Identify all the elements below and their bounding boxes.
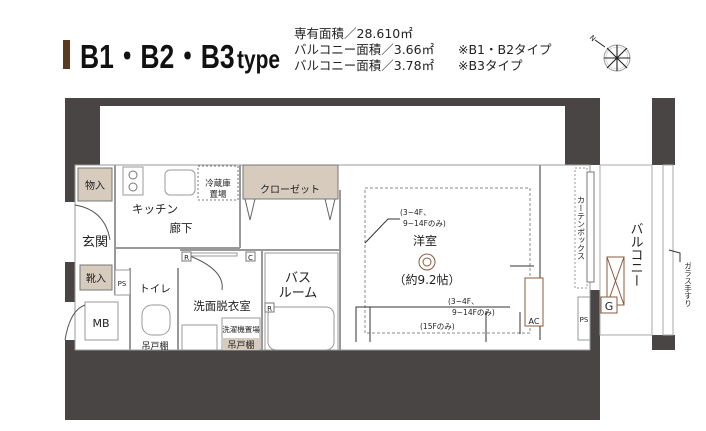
note-b1b2: ※B1・B2タイプ	[458, 42, 552, 57]
bath-label-2: ルーム	[279, 286, 318, 301]
storage-label: 物入	[85, 179, 105, 192]
bathtub	[267, 306, 335, 351]
mb-label: MB	[92, 317, 109, 330]
balcony-label: バルコニー	[628, 222, 644, 287]
window[interactable]	[586, 171, 595, 283]
entrance-label: 玄関	[82, 235, 108, 250]
bath-label-1: バス	[285, 271, 311, 286]
entrance-door[interactable]	[74, 204, 111, 241]
mark-r2: R	[267, 305, 272, 313]
walls	[65, 98, 675, 420]
washer-label: 洗濯機置場	[222, 324, 260, 334]
hallway-label: 廊下	[170, 221, 193, 235]
fridge-label-1: 冷蔵庫	[205, 178, 231, 189]
note-a-1: (3~4F、	[400, 208, 431, 217]
western-room-size: （約9.2帖）	[393, 272, 460, 287]
ps-left-label: PS	[118, 280, 127, 288]
ceiling-light-icon	[418, 253, 436, 271]
western-room-label: 洋室	[413, 233, 437, 248]
mark-r1: R	[184, 254, 189, 262]
wash-cupboard-label: 吊戸棚	[227, 339, 254, 351]
note-b3: ※B3タイプ	[458, 58, 523, 73]
closet	[242, 164, 339, 200]
type-name: B1・B2・B3	[80, 38, 235, 75]
toilet-label: トイレ	[139, 283, 171, 295]
shoe-storage-label: 靴入	[86, 272, 106, 285]
type-suffix: type	[237, 44, 280, 74]
fridge-label-2: 置場	[209, 189, 227, 200]
curtain-box-label: カーテンボックス	[577, 196, 586, 260]
storage	[77, 167, 113, 202]
glass-rail-label: ガラス手すり	[683, 262, 692, 308]
title-accent-bar	[63, 40, 70, 69]
sink	[164, 169, 196, 196]
washroom-label: 洗面脱衣室	[193, 299, 251, 313]
compass-north-icon: N	[588, 34, 631, 72]
toilet-fixture	[141, 304, 171, 336]
kitchen-label: キッチン	[132, 202, 178, 216]
ps-right-label: PS	[580, 316, 589, 324]
mb	[84, 301, 119, 341]
closet-label: クローゼット	[260, 184, 320, 196]
spec-area: 専有面積／28.610㎡	[294, 26, 413, 41]
wash-basin	[181, 324, 218, 351]
type-title: B1・B2・B3type	[80, 38, 280, 75]
note-b-1: (3~4F、	[448, 297, 479, 306]
washroom-door[interactable]	[189, 255, 223, 291]
ac-label: AC	[529, 317, 540, 326]
gas-meter	[600, 296, 618, 314]
note-c: (15Fのみ)	[420, 322, 455, 331]
spec-balcony-b3: バルコニー面積／3.78㎡	[294, 58, 435, 73]
compass-label: N	[588, 34, 597, 43]
ceiling-outline	[364, 187, 531, 334]
stove	[122, 166, 144, 196]
note-a-2: 9~14Fのみ)	[403, 219, 446, 228]
fridge-space	[197, 165, 239, 201]
gas-label: G	[605, 300, 614, 313]
note-b-2: 9~14Fのみ)	[452, 308, 495, 317]
spec-balcony-b1b2: バルコニー面積／3.66㎡	[294, 42, 435, 57]
mark-c: C	[248, 254, 253, 262]
ac-unit	[524, 277, 544, 327]
toilet-cupboard-label: 吊戸棚	[141, 340, 168, 352]
shoe-storage	[79, 264, 113, 291]
